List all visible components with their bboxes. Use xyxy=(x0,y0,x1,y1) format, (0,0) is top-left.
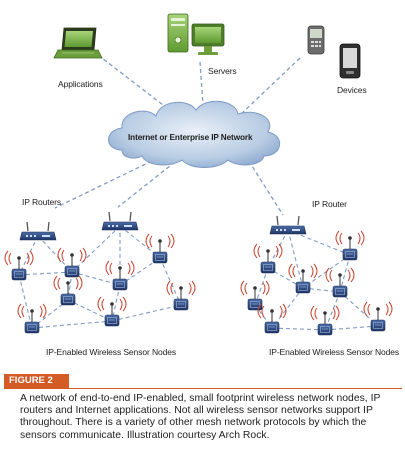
ip-router-left-1 xyxy=(19,221,57,241)
network-diagram xyxy=(4,13,393,336)
ip-router-left-2 xyxy=(101,211,139,231)
phone-icon xyxy=(307,25,325,55)
sensor-node xyxy=(53,275,83,306)
network-cloud xyxy=(108,100,280,168)
sensor-nodes-right-label: IP-Enabled Wireless Sensor Nodes xyxy=(269,347,400,357)
sensor-node xyxy=(335,230,365,261)
devices-label: Devices xyxy=(337,85,367,95)
sensor-node xyxy=(325,267,355,298)
applications-label: Applications xyxy=(58,79,103,89)
figure-tag: FIGURE 2 xyxy=(4,374,69,388)
figure-caption: A network of end-to-end IP-enabled, smal… xyxy=(20,393,381,441)
monitor-icon xyxy=(191,23,225,55)
sensor-node xyxy=(310,305,340,336)
mesh-links-right xyxy=(254,229,379,331)
sensor-node xyxy=(17,303,47,334)
sensor-node xyxy=(240,280,270,311)
ip-router-right xyxy=(269,215,307,235)
sensor-node xyxy=(253,243,283,274)
sensor-nodes-left-label: IP-Enabled Wireless Sensor Nodes xyxy=(46,347,177,357)
pda-icon xyxy=(339,43,361,79)
sensor-node xyxy=(145,233,175,264)
sensor-node xyxy=(166,280,196,311)
network-cloud-label: Internet or Enterprise IP Network xyxy=(128,133,253,142)
sensor-node xyxy=(4,250,34,281)
ip-router-label: IP Router xyxy=(312,199,347,209)
sensor-node xyxy=(105,260,135,291)
ip-routers-label: IP Routers xyxy=(22,197,62,207)
mesh-links-left xyxy=(18,225,182,329)
laptop-icon xyxy=(53,27,103,59)
figure-rule xyxy=(4,388,402,389)
server-tower-icon xyxy=(167,13,189,53)
servers-label: Servers xyxy=(208,66,237,76)
